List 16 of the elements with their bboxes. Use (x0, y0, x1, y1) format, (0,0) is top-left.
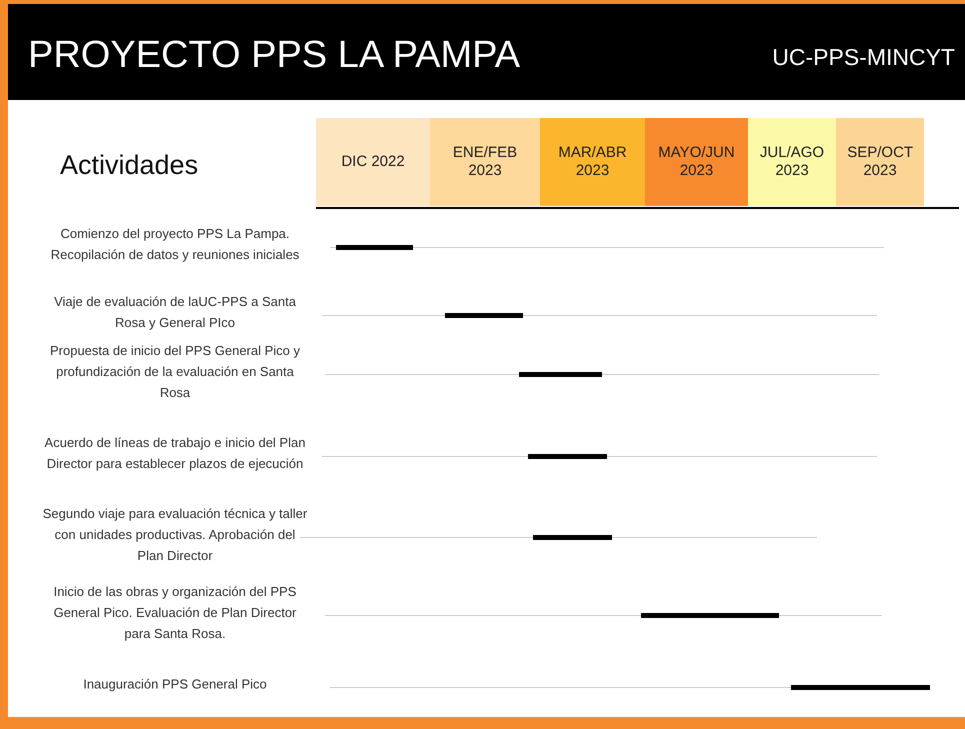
month-header: MAYO/JUN 2023 (645, 118, 748, 206)
activity-description: Comienzo del proyecto PPS La Pampa. Recopilación de datos y reuniones iniciales (50, 225, 300, 264)
activity-description: Inicio de las obras y organización del PPS General Pico. Evaluación de Plan Director para Santa Rosa. (52, 582, 298, 643)
activity-description: Segundo viaje para evaluación técnica y taller con unidades productivas. Aprobación del Plan Director (42, 504, 308, 564)
column-heading: Actividades (60, 150, 198, 181)
activity-description: Viaje de evaluación de laUC-PPS a Santa Rosa y General PIco (53, 293, 297, 332)
month-header: DIC 2022 (316, 118, 430, 206)
month-header: SEP/OCT 2023 (836, 118, 924, 206)
subtitle: UC-PPS-MINCYT (772, 44, 955, 71)
month-header: JUL/AGO 2023 (748, 118, 836, 206)
activity-description: Inauguración PPS General Pico (82, 676, 268, 694)
month-header: ENE/FEB 2023 (430, 118, 540, 206)
activity-description: Propuesta de inicio del PPS General Pico y profundización de la evaluación en Santa Rosa (48, 342, 302, 402)
month-header: MAR/ABR 2023 (540, 118, 645, 206)
title: PROYECTO PPS LA PAMPA (28, 34, 520, 77)
activity-description: Acuerdo de líneas de trabajo e inicio del Plan Director para establecer plazos de ejecución (44, 434, 306, 473)
